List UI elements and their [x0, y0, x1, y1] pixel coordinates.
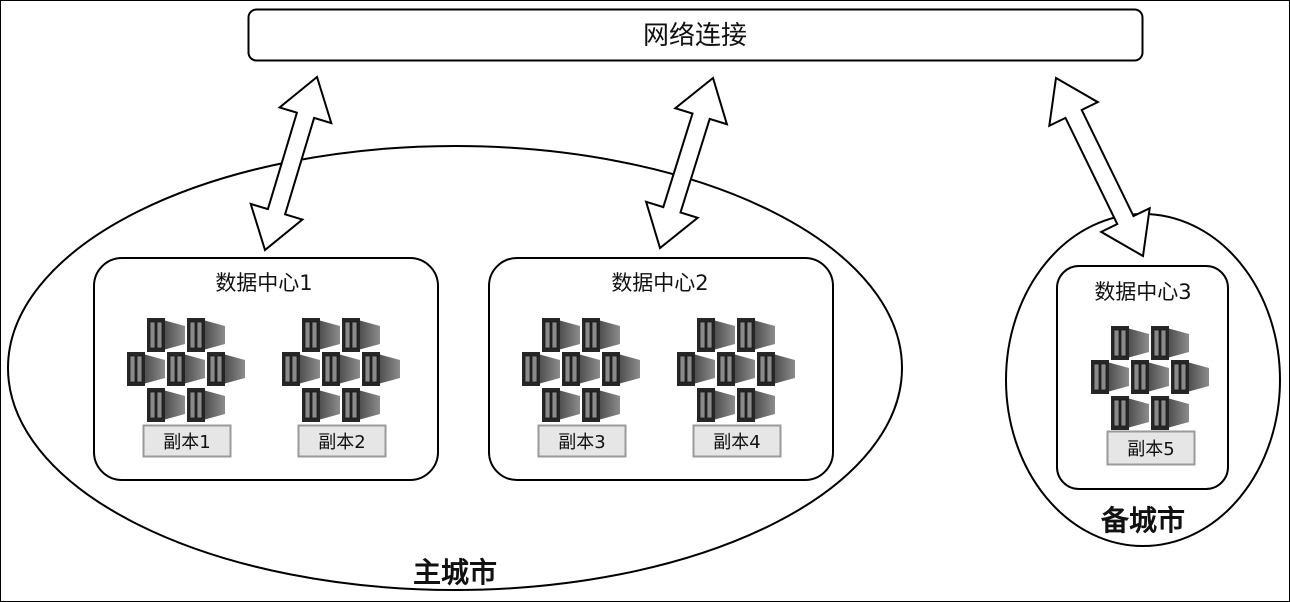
replica-4-label: 副本4 — [713, 432, 760, 453]
data-center-2-label: 数据中心2 — [611, 271, 708, 295]
replica-2-label: 副本2 — [318, 432, 365, 453]
replica-4: 副本4 — [692, 424, 782, 458]
data-center-1-label: 数据中心1 — [215, 271, 312, 295]
data-center-2: 数据中心2 副本3 副本4 — [488, 257, 834, 481]
data-center-3-label: 数据中心3 — [1094, 280, 1191, 304]
connection-arrows — [249, 75, 1151, 258]
replica-1-label: 副本1 — [163, 432, 210, 453]
replica-3: 副本3 — [537, 424, 627, 458]
double-arrow-icon — [249, 75, 333, 252]
network-label: 网络连接 — [643, 21, 747, 51]
double-arrow-icon — [644, 76, 729, 250]
replica-2: 副本2 — [297, 424, 387, 458]
data-center-1: 数据中心1 副本1 副本2 — [93, 257, 439, 481]
replica-3-label: 副本3 — [558, 432, 605, 453]
main-city-label: 主城市 — [413, 556, 497, 589]
double-arrow-icon — [1048, 76, 1151, 258]
replica-1: 副本1 — [142, 424, 232, 458]
main-city-region: 主城市 — [7, 145, 903, 591]
backup-city-region: 备城市 — [1005, 213, 1281, 547]
data-center-3: 数据中心3 副本5 — [1056, 265, 1229, 490]
replica-5: 副本5 — [1106, 430, 1196, 466]
network-connection-box: 网络连接 — [247, 8, 1144, 62]
backup-city-label: 备城市 — [1100, 504, 1185, 537]
replica-5-label: 副本5 — [1127, 439, 1174, 460]
